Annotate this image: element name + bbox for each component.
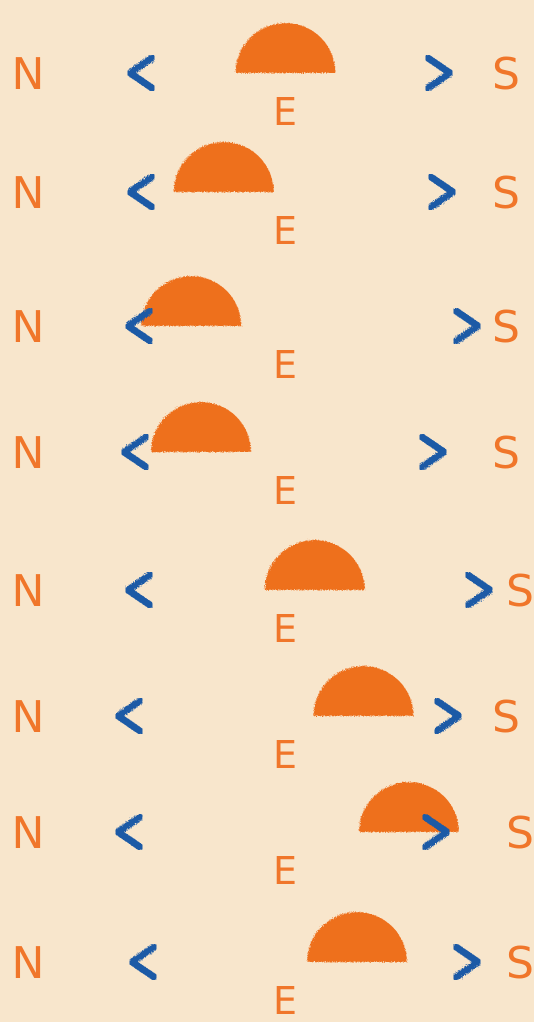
arrowhead-left-icon	[126, 173, 156, 211]
diagram-row-6: NES	[12, 666, 520, 777]
north-label: N	[12, 302, 45, 353]
arrowhead-left-icon	[120, 433, 150, 471]
south-label: S	[492, 302, 520, 353]
south-label: S	[506, 566, 534, 617]
north-label: N	[12, 566, 45, 617]
arrowhead-left-icon	[114, 813, 144, 851]
sun-semicircle	[151, 402, 251, 452]
diagram-row-4: NES	[12, 402, 520, 513]
arrowhead-left-icon	[128, 943, 158, 981]
arrowhead-right-icon	[418, 433, 448, 471]
arrowhead-right-icon	[424, 54, 454, 92]
diagram-row-1: NES	[12, 22, 520, 134]
arrowhead-right-icon	[452, 943, 482, 981]
arrowhead-left-icon	[124, 307, 154, 345]
sun-semicircle	[173, 142, 274, 192]
diagram-row-8: NES	[12, 912, 534, 1022]
east-label: E	[273, 979, 297, 1022]
diagram-row-5: NES	[12, 540, 534, 651]
sun-semicircle	[307, 912, 407, 962]
diagram-row-2: NES	[12, 142, 520, 253]
east-label: E	[273, 733, 297, 777]
south-label: S	[492, 692, 520, 743]
sun-semicircle	[235, 22, 336, 73]
north-label: N	[12, 938, 45, 989]
east-label: E	[273, 849, 297, 893]
north-label: N	[12, 692, 45, 743]
diagram-row-7: NES	[12, 782, 534, 893]
sun-semicircle	[141, 276, 242, 326]
north-label: N	[12, 49, 45, 100]
east-label: E	[273, 90, 297, 134]
sun-semicircle	[359, 782, 459, 832]
south-label: S	[506, 808, 534, 859]
arrowhead-right-icon	[464, 571, 494, 609]
east-label: E	[273, 343, 297, 387]
east-label: E	[273, 607, 297, 651]
arrowhead-left-icon	[114, 697, 144, 735]
south-label: S	[506, 938, 534, 989]
east-label: E	[273, 209, 297, 253]
south-label: S	[492, 428, 520, 479]
north-label: N	[12, 808, 45, 859]
south-label: S	[492, 49, 520, 100]
north-label: N	[12, 428, 45, 479]
arrowhead-right-icon	[427, 173, 457, 211]
east-label: E	[273, 469, 297, 513]
arrowhead-right-icon	[421, 813, 451, 851]
arrowhead-left-icon	[126, 54, 156, 92]
south-label: S	[492, 168, 520, 219]
arrowhead-right-icon	[452, 307, 482, 345]
north-label: N	[12, 168, 45, 219]
arrowhead-left-icon	[124, 571, 154, 609]
sun-semicircle	[313, 666, 414, 716]
diagram-row-3: NES	[12, 276, 520, 387]
arrowhead-right-icon	[433, 697, 463, 735]
sun-semicircle	[264, 540, 365, 590]
